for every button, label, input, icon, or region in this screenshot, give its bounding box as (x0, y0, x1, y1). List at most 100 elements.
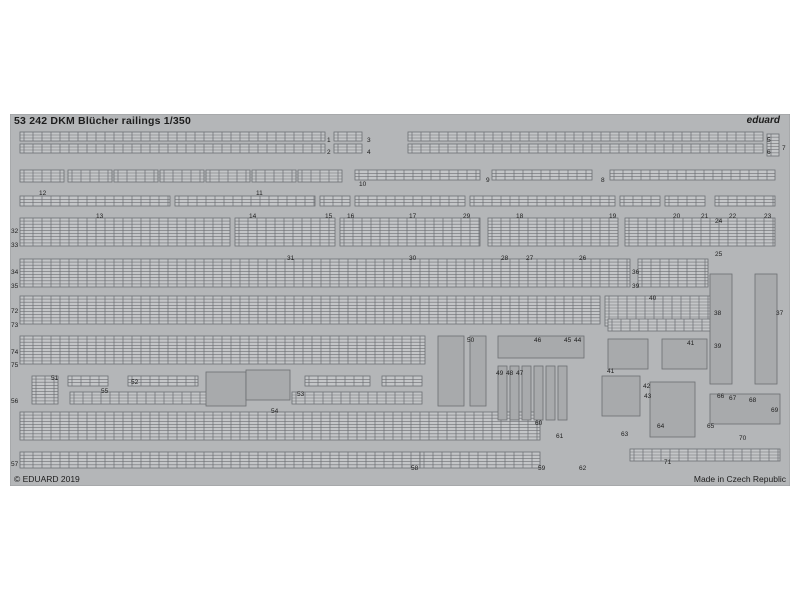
ladder-part (709, 273, 733, 385)
part-number-label: 37 (776, 310, 784, 317)
part-number-label: 62 (579, 465, 587, 472)
part-number-label: 45 (564, 337, 572, 344)
part-number-label: 24 (715, 218, 723, 225)
part-number-label: 65 (707, 423, 715, 430)
part-number-label: 20 (673, 213, 681, 220)
railing-strip (251, 169, 297, 183)
part-number-label: 43 (644, 393, 652, 400)
part-number-label: 31 (287, 255, 295, 262)
origin-text: Made in Czech Republic (693, 474, 786, 484)
railing-strip (234, 217, 336, 247)
railing-strip (609, 169, 776, 181)
bracket-part (709, 393, 781, 425)
mesh-part (437, 335, 465, 407)
railing-strip (333, 131, 363, 142)
railing-strip (159, 169, 205, 183)
railing-strip (67, 375, 109, 387)
copyright-text: © EDUARD 2019 (14, 474, 80, 484)
part-number-label: 72 (11, 308, 19, 315)
part-number-label: 16 (347, 213, 355, 220)
railing-strip (319, 195, 351, 207)
part-number-label: 39 (632, 283, 640, 290)
part-number-label: 8 (601, 177, 605, 184)
ladder-part (766, 133, 780, 157)
railing-strip (714, 195, 776, 207)
railing-strip (19, 195, 171, 207)
part-number-label: 66 (717, 393, 725, 400)
curved-railing (601, 375, 641, 417)
part-number-label: 19 (609, 213, 617, 220)
part-number-label: 23 (764, 213, 772, 220)
railing-strip (469, 195, 616, 207)
strut-part (533, 365, 544, 421)
railing-strip (419, 451, 541, 469)
part-number-label: 5 (767, 137, 771, 144)
part-number-label: 2 (327, 149, 331, 156)
part-number-label: 49 (496, 370, 504, 377)
part-number-label: 58 (411, 465, 419, 472)
strut-part (497, 365, 508, 421)
railing-strip (304, 375, 371, 387)
part-number-label: 53 (297, 391, 305, 398)
part-number-label: 44 (574, 337, 582, 344)
frame-part (649, 381, 696, 438)
railing-strip (291, 391, 423, 405)
part-number-label: 42 (643, 383, 651, 390)
railing-strip (487, 217, 619, 247)
part-number-label: 57 (11, 461, 19, 468)
part-number-label: 34 (11, 269, 19, 276)
part-number-label: 28 (501, 255, 509, 262)
part-number-label: 55 (101, 388, 109, 395)
part-number-label: 32 (11, 228, 19, 235)
railing-strip (19, 217, 231, 247)
part-number-label: 26 (579, 255, 587, 262)
part-number-label: 52 (131, 379, 139, 386)
part-number-label: 54 (271, 408, 279, 415)
part-number-label: 4 (367, 149, 371, 156)
part-number-label: 73 (11, 322, 19, 329)
part-number-label: 39 (714, 343, 722, 350)
part-number-label: 13 (96, 213, 104, 220)
railing-strip (174, 195, 316, 207)
bracket-part (205, 371, 247, 407)
railing-strip (19, 295, 601, 325)
railing-strip (619, 195, 661, 207)
part-number-label: 46 (534, 337, 542, 344)
brand-logo: eduard (746, 115, 780, 126)
railing-strip (339, 217, 481, 247)
railing-strip (31, 375, 59, 405)
railing-strip (354, 169, 481, 181)
part-number-label: 67 (729, 395, 737, 402)
railing-strip (381, 375, 423, 387)
railing-strip (205, 169, 251, 183)
part-number-label: 12 (39, 190, 47, 197)
railing-strip (19, 131, 326, 142)
part-number-label: 70 (739, 435, 747, 442)
part-number-label: 64 (657, 423, 665, 430)
part-number-label: 30 (409, 255, 417, 262)
part-number-label: 75 (11, 362, 19, 369)
curved-railing (661, 338, 708, 370)
fret-title: 53 242 DKM Blücher railings 1/350 (14, 115, 192, 127)
mesh-part (497, 335, 585, 359)
part-number-label: 25 (715, 251, 723, 258)
part-number-label: 47 (516, 370, 524, 377)
part-number-label: 21 (701, 213, 709, 220)
curved-railing (607, 338, 649, 370)
part-number-label: 29 (463, 213, 471, 220)
part-number-label: 69 (771, 407, 779, 414)
railing-strip (664, 195, 706, 207)
railing-strip (69, 391, 211, 405)
railing-strip (629, 448, 781, 462)
part-number-label: 56 (11, 398, 19, 405)
railing-strip (607, 318, 719, 332)
part-number-label: 68 (749, 397, 757, 404)
railing-strip (127, 375, 199, 387)
part-number-label: 36 (632, 269, 640, 276)
railing-strip (333, 143, 363, 154)
ladder-part (754, 273, 778, 385)
railing-strip (637, 258, 709, 288)
railing-strip (113, 169, 159, 183)
